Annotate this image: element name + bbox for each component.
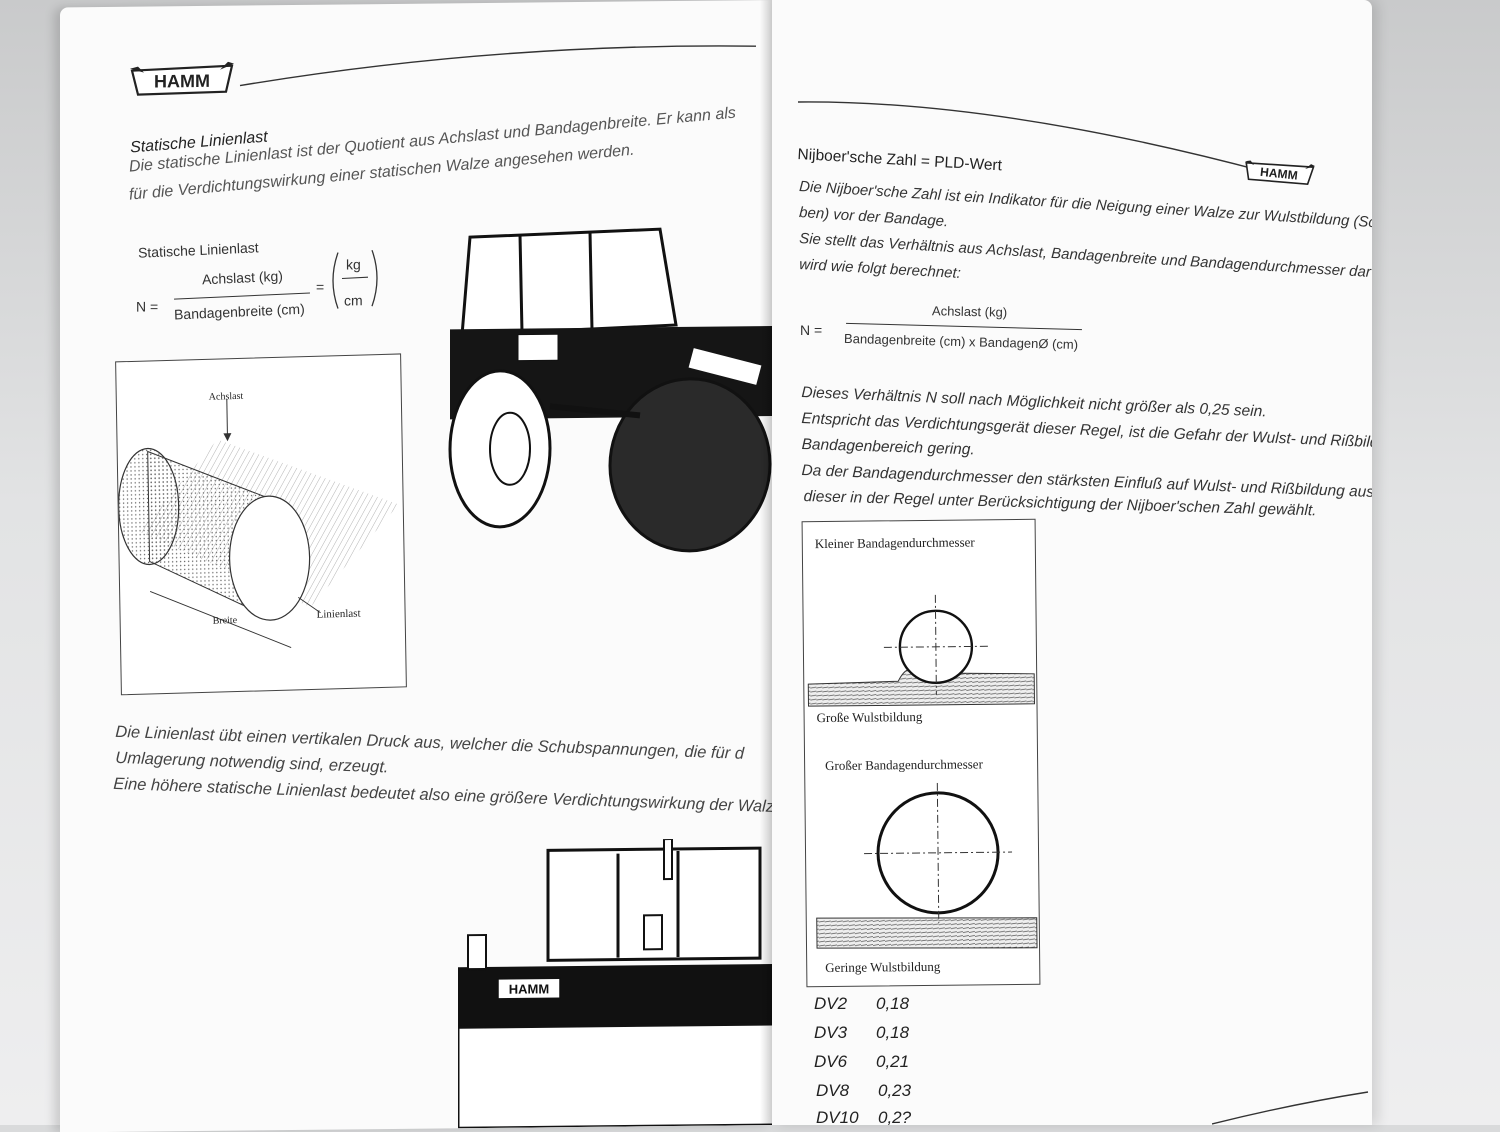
large-drum-icon <box>816 782 1038 949</box>
pld-value: 0,21 <box>876 1052 910 1071</box>
header-rule <box>239 45 757 87</box>
left-page: HAMM Statische Linienlast Die statische … <box>60 0 772 1132</box>
large-drum-caption: Geringe Wulstbildung <box>825 958 941 976</box>
header-rule-right <box>797 101 1267 173</box>
footer-rule <box>1212 1091 1369 1125</box>
model-name: DV8 <box>816 1081 850 1100</box>
formula-fraction-line <box>174 292 310 300</box>
large-drum-title: Großer Bandagendurchmesser <box>825 756 983 774</box>
hamm-logo-icon: HAMM <box>130 61 234 96</box>
diagram-label-width: Breite <box>212 615 238 627</box>
model-name: DV3 <box>814 1023 848 1042</box>
formula-lhs: N = <box>136 298 159 315</box>
unit-denominator: cm <box>344 292 363 309</box>
right-page: HAMM Nijboer'sche Zahl = PLD-Wert Die Ni… <box>772 0 1372 1125</box>
roller-illustration-side <box>448 227 772 553</box>
unit-parentheses <box>332 249 378 309</box>
table-row: DV10 0,2? <box>816 1108 911 1125</box>
drum-diagram-icon <box>118 399 399 648</box>
hamm-logo-right-icon: HAMM <box>1245 160 1315 185</box>
pld-value: 0,18 <box>876 1023 910 1042</box>
model-name: DV10 <box>816 1108 859 1125</box>
table-row: DV3 0,18 <box>814 1023 909 1043</box>
formula-right-numerator: Achslast (kg) <box>931 303 1008 320</box>
formula-equals: = <box>316 278 325 295</box>
formula-title: Statische Linienlast <box>137 239 259 261</box>
table-row: DV2 0,18 <box>814 994 909 1014</box>
formula-numerator: Achslast (kg) <box>201 267 284 288</box>
unit-numerator: kg <box>346 256 361 273</box>
diagram-label-line-load: Linienlast <box>316 607 361 621</box>
formula-denominator: Bandagenbreite (cm) <box>173 300 305 323</box>
pld-value: 0,23 <box>878 1081 912 1100</box>
roller-illustration-front: HAMM <box>458 838 772 1129</box>
small-drum-caption: Große Wulstbildung <box>816 708 923 726</box>
table-row: DV6 0,21 <box>814 1052 909 1072</box>
model-name: DV2 <box>814 994 848 1013</box>
line-load-diagram: Achslast Breite Linienlast <box>115 353 407 696</box>
formula-right-lhs: N = <box>800 322 823 338</box>
hamm-logo: HAMM <box>130 61 234 99</box>
logo-right-text: HAMM <box>1259 165 1298 183</box>
pld-value: 0,2? <box>878 1108 912 1125</box>
front-badge-text: HAMM <box>509 981 549 996</box>
logo-text: HAMM <box>154 71 210 92</box>
small-drum-icon <box>807 594 1035 707</box>
body-line-3: Eine höhere statische Linienlast bedeute… <box>113 774 772 816</box>
formula-right-denominator: Bandagenbreite (cm) x BandagenØ (cm) <box>843 330 1079 353</box>
formula-right-fraction-line <box>846 322 1082 331</box>
diagram-label-axle-load: Achslast <box>208 390 244 403</box>
table-row: DV8 0,23 <box>816 1081 911 1101</box>
drum-diameter-diagram: Kleiner Bandagendurchmesser Große Wulstb… <box>801 518 1041 988</box>
hamm-logo-right: HAMM <box>1243 154 1316 191</box>
pld-value: 0,18 <box>876 994 910 1013</box>
model-name: DV6 <box>814 1052 848 1071</box>
small-drum-title: Kleiner Bandagendurchmesser <box>814 534 975 552</box>
